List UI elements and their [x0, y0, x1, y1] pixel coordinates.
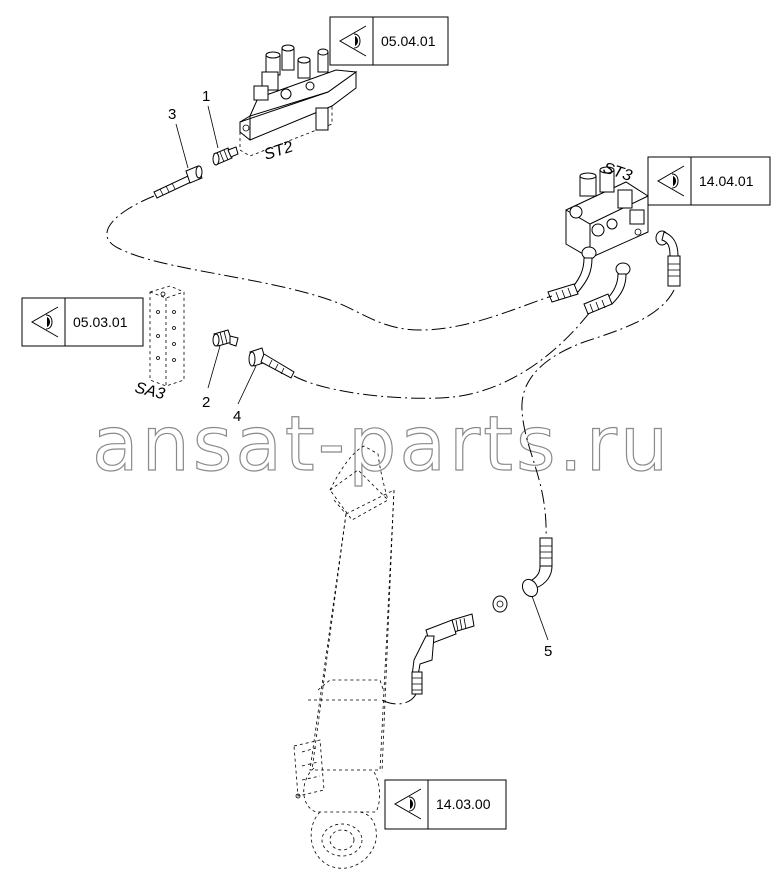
valve-block-st3	[565, 166, 649, 259]
bolt-4	[248, 347, 295, 379]
callout-4: 4	[233, 408, 241, 425]
hose-fitting-right	[655, 230, 681, 287]
view-ref-05-04-01[interactable]: 05.04.01	[329, 16, 449, 66]
view-ref-14-04-01[interactable]: 14.04.01	[647, 156, 771, 206]
view-ref-label: 14.04.01	[699, 173, 754, 189]
block-sa3	[149, 285, 185, 387]
view-ref-label: 05.04.01	[381, 33, 436, 49]
hose-line-st2-to-st3	[106, 195, 553, 331]
eye-icon	[656, 165, 685, 197]
watermark: ansat-parts.ru	[92, 399, 671, 488]
view-ref-14-03-00[interactable]: 14.03.00	[384, 779, 507, 830]
view-ref-label: 05.03.01	[73, 314, 128, 330]
callout-1: 1	[202, 88, 210, 105]
callout-3: 3	[168, 106, 176, 123]
eye-icon	[338, 25, 367, 57]
fitting-2	[212, 329, 239, 347]
callout-5: 5	[544, 643, 552, 660]
hose-line-to-cylinder-port	[381, 693, 417, 705]
label-sa3: SA3	[133, 379, 167, 403]
eye-icon	[30, 306, 59, 338]
valve-block-st2	[239, 44, 358, 157]
hose-line-sa3-to-st3	[293, 311, 591, 399]
hydraulic-cylinder	[293, 445, 395, 869]
eye-icon	[393, 788, 422, 820]
leader-lines	[175, 105, 549, 641]
fitting-1	[212, 146, 239, 166]
label-st2: ST2	[262, 139, 295, 164]
hose-fitting-left	[547, 246, 597, 303]
view-ref-05-03-01[interactable]: 05.03.01	[21, 297, 144, 347]
view-ref-label: 14.03.00	[436, 796, 491, 812]
callout-2: 2	[202, 394, 210, 411]
hose-line-st3-to-cylinder	[521, 289, 675, 539]
hose-assembly-5	[411, 537, 553, 695]
hose-fitting-middle	[583, 262, 631, 315]
bolt-3	[153, 165, 203, 199]
